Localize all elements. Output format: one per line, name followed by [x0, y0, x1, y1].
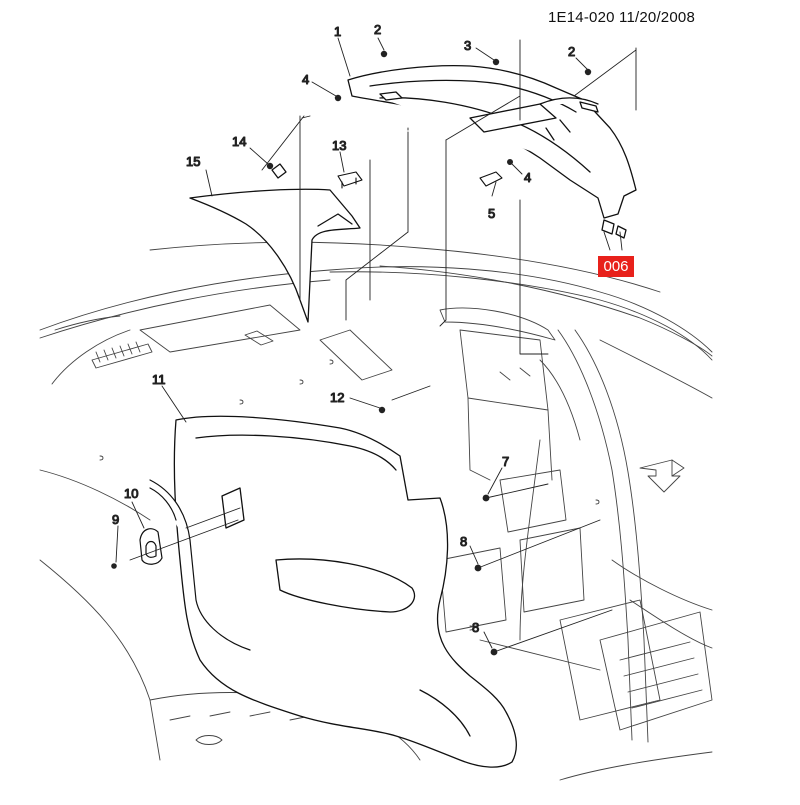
code-badge[interactable]: 006: [598, 256, 634, 277]
part-15-upper-trim: [189, 163, 361, 323]
callout-3[interactable]: 3: [463, 37, 471, 53]
callout-5[interactable]: 5: [487, 205, 495, 221]
callout-13[interactable]: 13: [331, 137, 347, 153]
callout-7[interactable]: 7: [501, 453, 509, 469]
part-11-quarter-trim: [173, 415, 517, 768]
callout-14[interactable]: 14: [231, 133, 247, 149]
callout-9[interactable]: 9: [111, 511, 119, 527]
callout-8a[interactable]: 8: [459, 533, 467, 549]
part-1-header-trim: [347, 64, 637, 239]
callout-2b[interactable]: 2: [567, 43, 575, 59]
part-10-handle: [139, 479, 251, 651]
callout-11[interactable]: 11: [151, 371, 166, 387]
callout-4b[interactable]: 4: [523, 169, 531, 185]
part-5-clip: [479, 171, 503, 187]
callout-2a[interactable]: 2: [373, 21, 381, 37]
callout-15[interactable]: 15: [185, 153, 201, 169]
leader-lines: [115, 37, 637, 653]
callout-8b[interactable]: 8: [471, 619, 479, 635]
callout-10[interactable]: 10: [123, 485, 139, 501]
part-13-clip: [337, 171, 363, 189]
diagram-reference: 1E14-020 11/20/2008: [548, 9, 695, 26]
callout-labels: 1 2 2 3 4 4 5 7 8 8 9 10 11 12 13 14 15: [111, 21, 575, 635]
callout-4a[interactable]: 4: [301, 71, 309, 87]
callout-12[interactable]: 12: [329, 389, 345, 405]
callout-1[interactable]: 1: [333, 23, 341, 39]
body-structure: [39, 241, 713, 781]
